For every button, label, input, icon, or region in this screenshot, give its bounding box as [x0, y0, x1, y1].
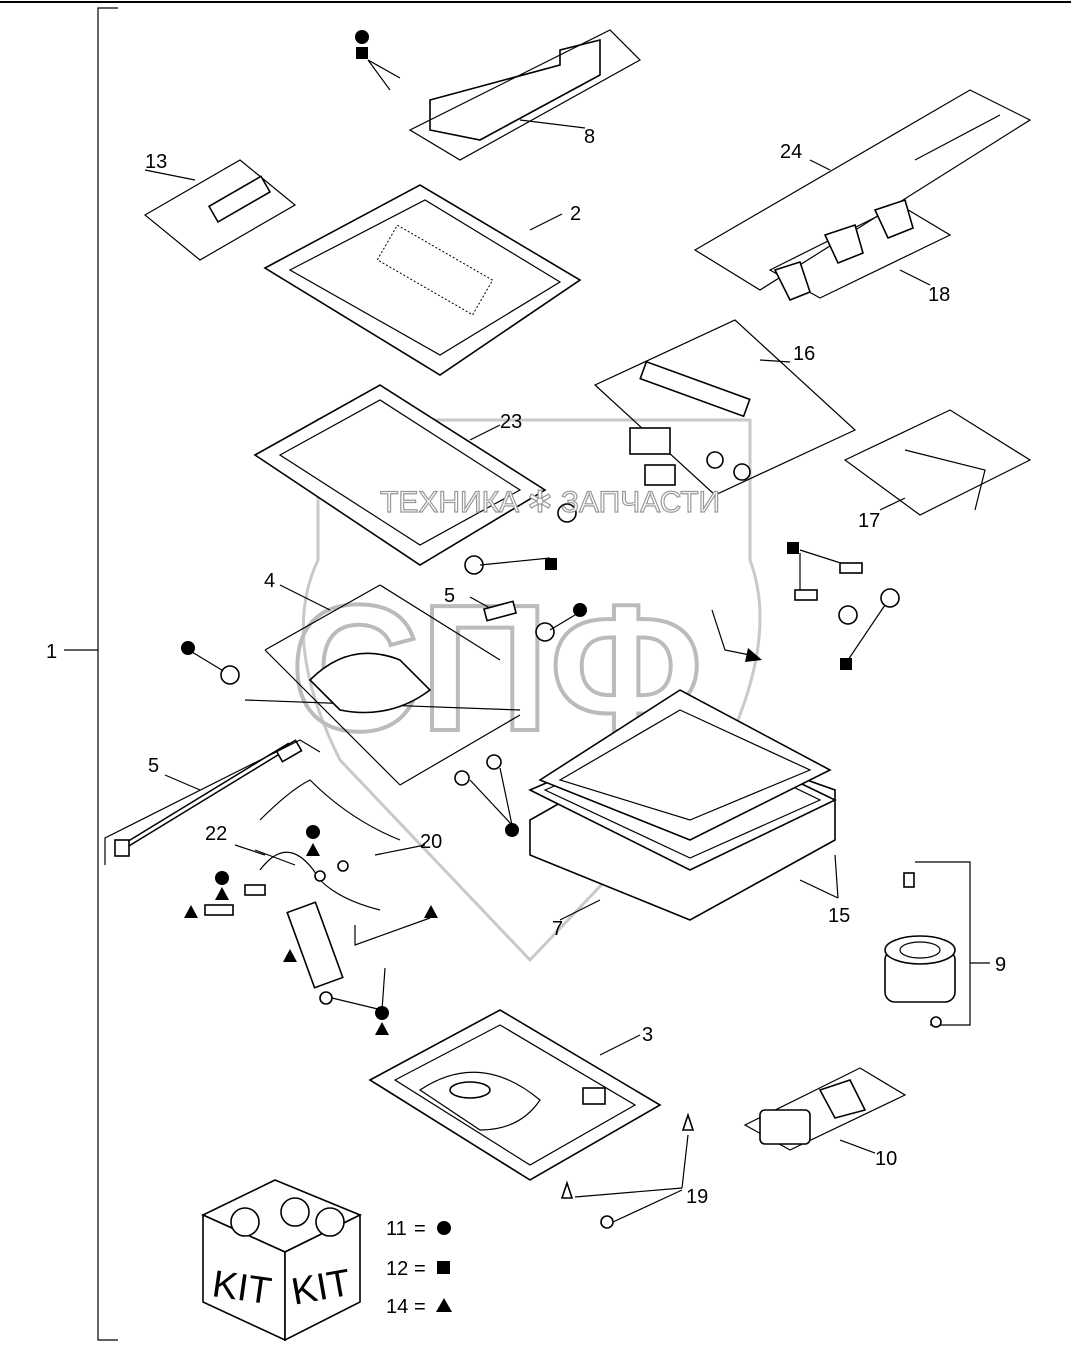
legend-eq: =	[414, 1258, 426, 1280]
legend-item-11: 11 =	[386, 1218, 451, 1240]
callout-10: 10	[875, 1148, 897, 1170]
part-23-frame: 23	[253, 384, 547, 566]
kit-box: KIT KIT	[201, 1179, 362, 1342]
part-5-rod: 5	[104, 739, 321, 865]
callout-23: 23	[500, 411, 522, 433]
legend-item-12: 12 =	[386, 1258, 450, 1280]
square-symbol-icon	[437, 1261, 450, 1274]
callout-22: 22	[205, 823, 227, 845]
part-13-actuator: 13	[143, 151, 297, 261]
part-17-rod: 17	[843, 409, 1032, 532]
callout-3: 3	[642, 1024, 653, 1046]
legend: 11 = 12 = 14 =	[386, 1218, 452, 1318]
part-15-screws: 15	[799, 854, 850, 927]
part-3-base-plate: 3	[368, 1009, 662, 1181]
legend-number: 14	[386, 1296, 408, 1318]
triangle-symbol-icon	[436, 1298, 452, 1312]
part-4-scissor-mechanism: 4	[244, 570, 521, 786]
legend-eq: =	[414, 1218, 426, 1240]
callout-13: 13	[145, 151, 167, 173]
legend-item-14: 14 =	[386, 1296, 452, 1318]
legend-eq: =	[414, 1296, 426, 1318]
part-24-18-handles: 24 18	[693, 89, 1032, 306]
callout-7: 7	[552, 918, 563, 940]
watermark-text: ТЕХНИКА ✲ ЗАПЧАСТИ	[380, 486, 720, 519]
part-9-air-spring: 9	[884, 861, 1006, 1028]
legend-number: 11	[386, 1218, 407, 1240]
callout-24: 24	[780, 141, 802, 163]
part-16-lever: 16	[593, 319, 857, 496]
part-7-bellows: 7	[454, 689, 837, 940]
callout-8: 8	[584, 126, 595, 148]
part-10-valve: 10	[743, 1067, 907, 1170]
callout-16: 16	[793, 343, 815, 365]
callout-4: 4	[264, 570, 275, 592]
kit-label-right: KIT	[288, 1262, 354, 1314]
callout-2: 2	[570, 203, 581, 225]
callout-5b: 5	[148, 755, 159, 777]
part-22-20-cylinder: 22 20	[184, 779, 442, 1035]
callout-19: 19	[686, 1186, 708, 1208]
callout-9: 9	[995, 954, 1006, 976]
part-2-seat-frame: 2	[263, 184, 582, 376]
callout-5a: 5	[444, 585, 455, 607]
circle-symbol-icon	[437, 1221, 451, 1235]
callout-17: 17	[858, 510, 880, 532]
part-19-bumpers: 19	[560, 1112, 708, 1229]
callout-1: 1	[46, 641, 57, 663]
part-8-bracket: 8	[355, 29, 641, 161]
callout-15: 15	[828, 905, 850, 927]
callout-20: 20	[420, 831, 442, 853]
callout-18: 18	[928, 284, 950, 306]
legend-number: 12	[386, 1258, 408, 1280]
kit-label-left: KIT	[210, 1263, 274, 1313]
assembly-bracket	[97, 7, 118, 1341]
bushings: 5	[181, 503, 900, 685]
